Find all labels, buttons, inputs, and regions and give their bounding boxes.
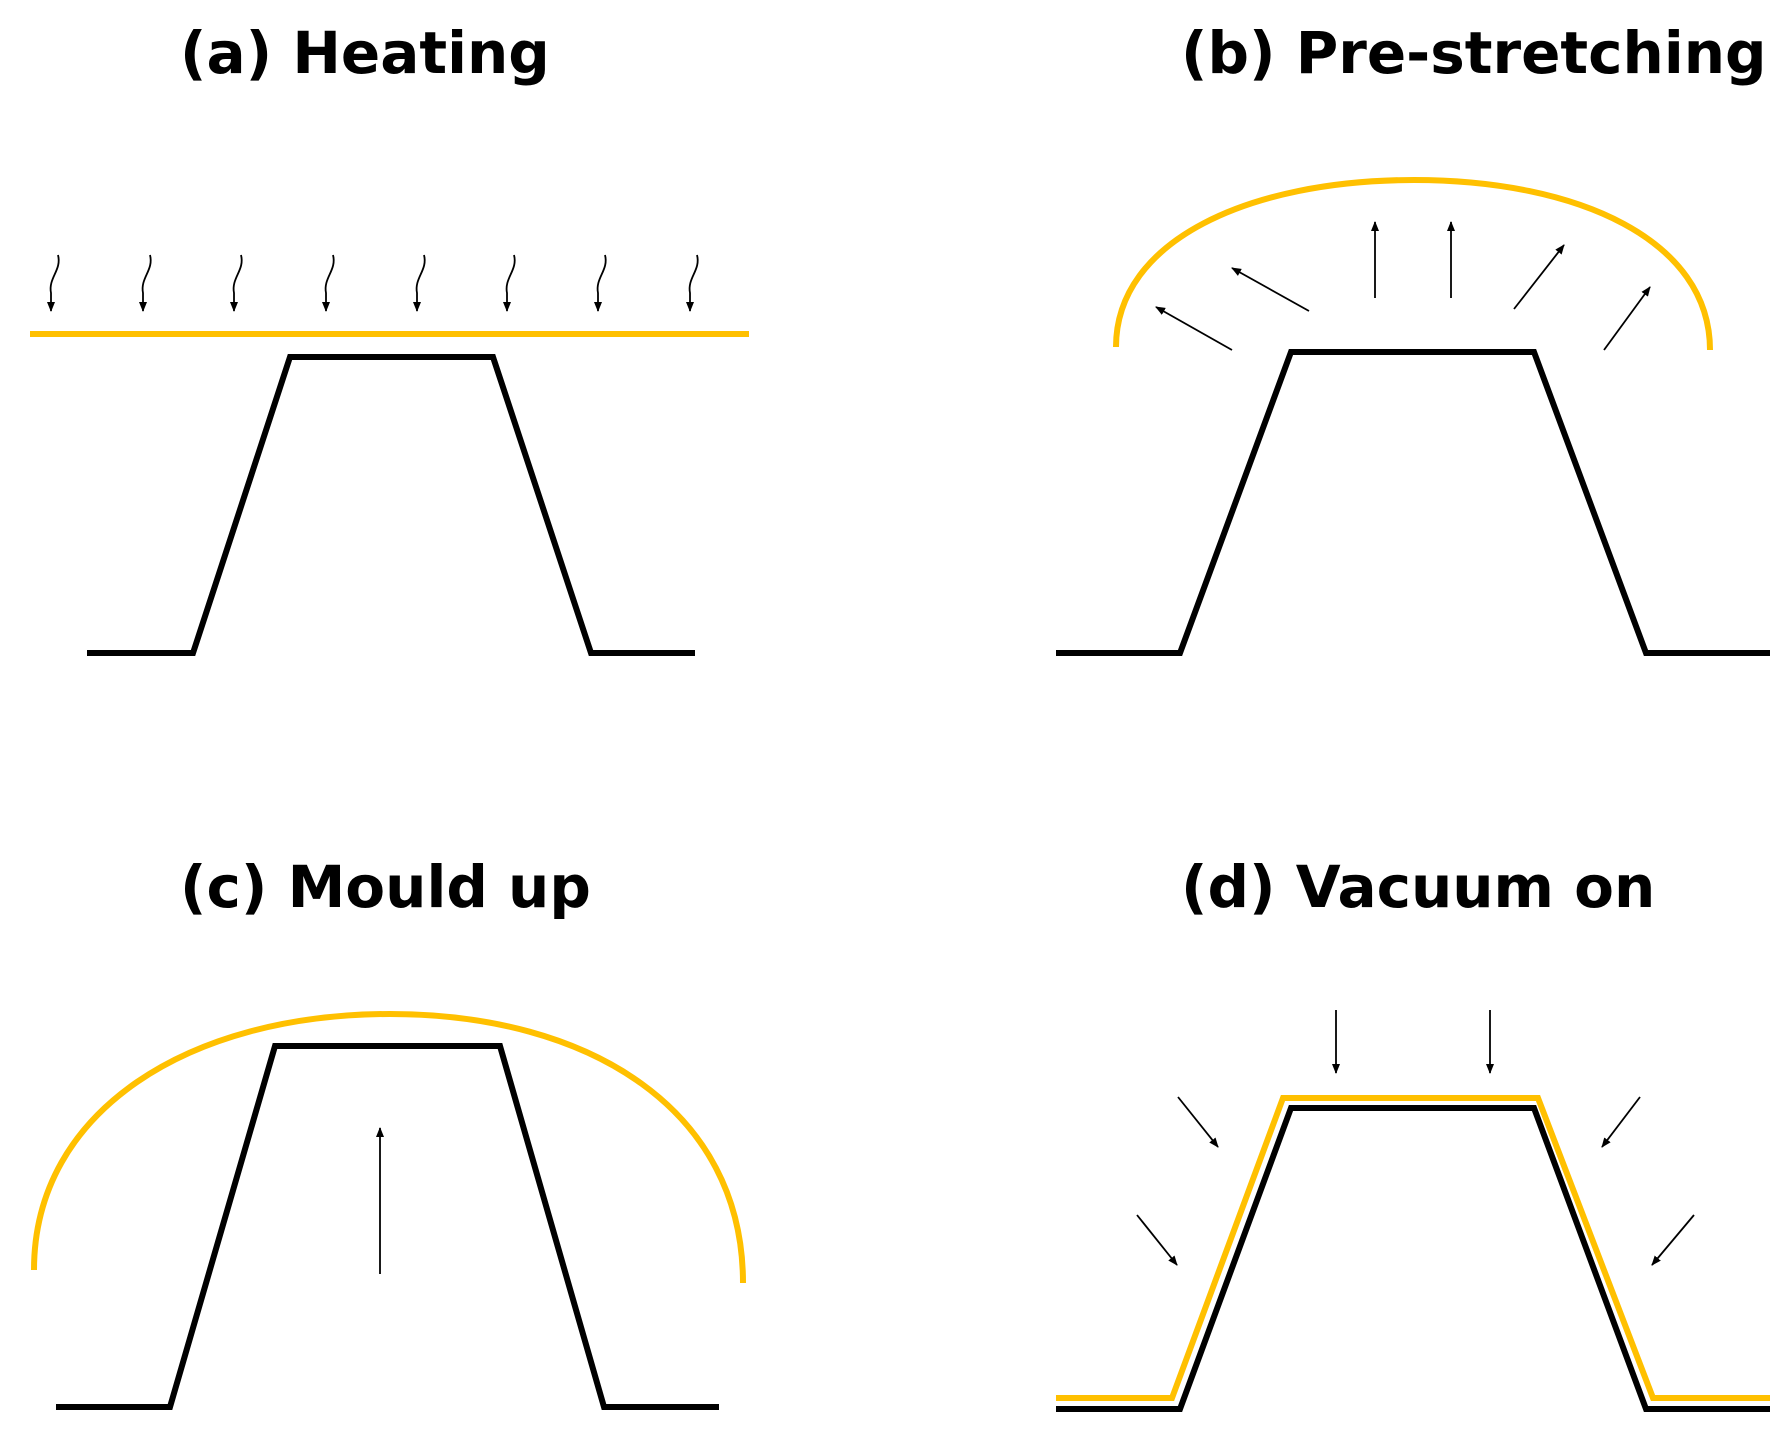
panel-heating: (a) Heating bbox=[30, 19, 749, 656]
panel-vacuum-on: (d) Vacuum on bbox=[1056, 853, 1770, 1412]
panel-title-heating: (a) Heating bbox=[180, 19, 550, 87]
vacuum-arrow-icon bbox=[1177, 1096, 1219, 1148]
vacuum-arrow-icon bbox=[1651, 1214, 1695, 1266]
heat-arrows bbox=[47, 254, 699, 312]
stretch-arrow-icon bbox=[1155, 306, 1233, 351]
heat-arrow-icon bbox=[322, 254, 335, 312]
heat-arrow-icon bbox=[230, 254, 243, 312]
mould bbox=[56, 1043, 719, 1410]
mould bbox=[1056, 1105, 1770, 1412]
vacuum-arrow-icon bbox=[1136, 1214, 1178, 1266]
vacuum-arrow-icon bbox=[1601, 1096, 1641, 1148]
panel-pre-stretching: (b) Pre-stretching bbox=[1056, 19, 1770, 656]
stretch-arrows bbox=[1155, 221, 1651, 351]
vacuum-arrows bbox=[1136, 1010, 1695, 1266]
mould bbox=[87, 354, 695, 656]
stretch-arrow-icon bbox=[1513, 244, 1565, 310]
plastic-sheet-draped bbox=[31, 1010, 746, 1284]
heat-arrow-icon bbox=[594, 254, 607, 312]
panel-title-pre-stretching: (b) Pre-stretching bbox=[1181, 19, 1767, 87]
mould bbox=[1056, 349, 1770, 656]
stretch-arrow-icon bbox=[1231, 267, 1310, 312]
heat-arrow-icon bbox=[47, 254, 60, 312]
stretch-arrow-icon bbox=[1603, 286, 1651, 351]
heat-arrow-icon bbox=[686, 254, 699, 312]
panel-mould-up: (c) Mould up bbox=[31, 853, 746, 1410]
plastic-sheet-bubble bbox=[1113, 176, 1713, 351]
panel-title-mould-up: (c) Mould up bbox=[180, 853, 591, 921]
panel-title-vacuum-on: (d) Vacuum on bbox=[1181, 853, 1655, 921]
heat-arrow-icon bbox=[139, 254, 152, 312]
heat-arrow-icon bbox=[413, 254, 426, 312]
heat-arrow-icon bbox=[503, 254, 516, 312]
plastic-sheet-formed bbox=[1056, 1095, 1770, 1401]
